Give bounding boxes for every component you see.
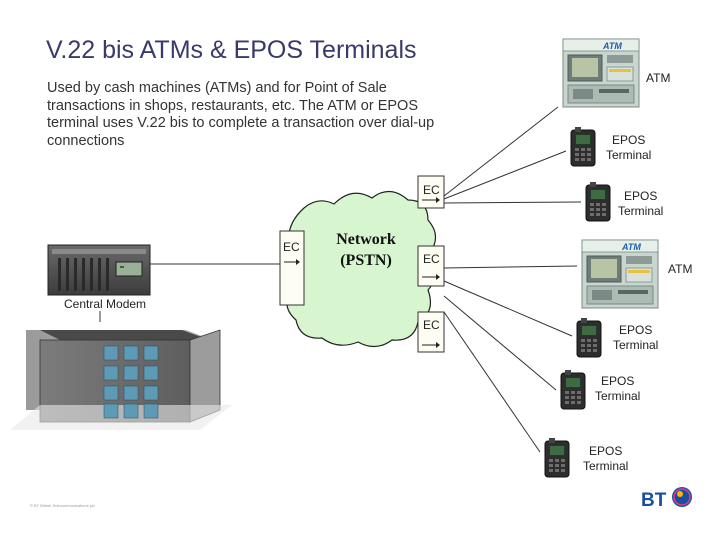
central-exchange-box — [279, 230, 305, 306]
epos-label-line1: EPOS — [589, 444, 623, 458]
atm-label: ATM — [646, 71, 671, 85]
epos-label: EPOS Terminal — [606, 133, 651, 163]
epos-terminal-icon — [560, 369, 586, 410]
slide-description: Used by cash machines (ATMs) and for Poi… — [47, 80, 435, 149]
epos-label-line2: Terminal — [613, 338, 659, 352]
bt-globe-icon — [672, 487, 692, 507]
epos-label-line1: EPOS — [601, 374, 635, 388]
ec-label-bottom: EC — [423, 318, 440, 332]
network-label-line1: Network — [336, 231, 396, 248]
exchange-box-middle — [417, 245, 445, 287]
atm-label: ATM — [668, 262, 693, 276]
epos-label-line2: Terminal — [606, 148, 652, 162]
bt-logo: BT — [641, 487, 692, 511]
epos-label: EPOS Terminal — [595, 374, 640, 404]
connection-line — [443, 295, 557, 391]
ec-arrow-icon — [436, 274, 440, 280]
ec-arrow-icon — [436, 342, 440, 348]
connection-line — [443, 280, 573, 337]
network-label-line2: (PSTN) — [340, 252, 392, 269]
central-modem-label: Central Modem — [62, 297, 149, 311]
epos-label-line2: Terminal — [583, 459, 629, 473]
epos-label-line1: EPOS — [619, 323, 653, 337]
central-modem-icon — [47, 244, 151, 296]
network-label: Network (PSTN) — [325, 229, 407, 271]
epos-label: EPOS Terminal — [613, 323, 658, 353]
office-building-icon — [10, 329, 232, 430]
epos-terminal-icon — [544, 437, 570, 478]
atm-icon — [581, 239, 659, 309]
epos-label-line1: EPOS — [612, 133, 646, 147]
ec-label-middle: EC — [423, 252, 440, 266]
epos-label-line2: Terminal — [595, 389, 641, 403]
exchange-box-top — [417, 175, 445, 209]
connection-line — [443, 265, 578, 269]
epos-label-line2: Terminal — [618, 204, 664, 218]
connection-line — [443, 150, 567, 200]
ec-label-top: EC — [423, 183, 440, 197]
ec-arrow-icon — [436, 197, 440, 203]
ec-label-central: EC — [283, 240, 300, 254]
copyright-notice: © BT British Telecommunications plc — [30, 503, 95, 508]
epos-label-line1: EPOS — [624, 189, 658, 203]
epos-terminal-icon — [570, 126, 596, 167]
connection-lines — [99, 106, 582, 453]
ec-arrow-icon — [296, 259, 300, 265]
epos-label: EPOS Terminal — [583, 444, 628, 474]
connection-line — [443, 311, 541, 453]
bt-logo-text: BT — [641, 490, 667, 511]
page-title: V.22 bis ATMs & EPOS Terminals — [46, 36, 417, 64]
epos-terminal-icon — [576, 317, 602, 358]
epos-label: EPOS Terminal — [618, 189, 663, 219]
epos-terminal-icon — [585, 181, 611, 222]
connection-line — [443, 106, 559, 197]
atm-icon — [562, 38, 640, 108]
connection-line — [443, 201, 582, 204]
